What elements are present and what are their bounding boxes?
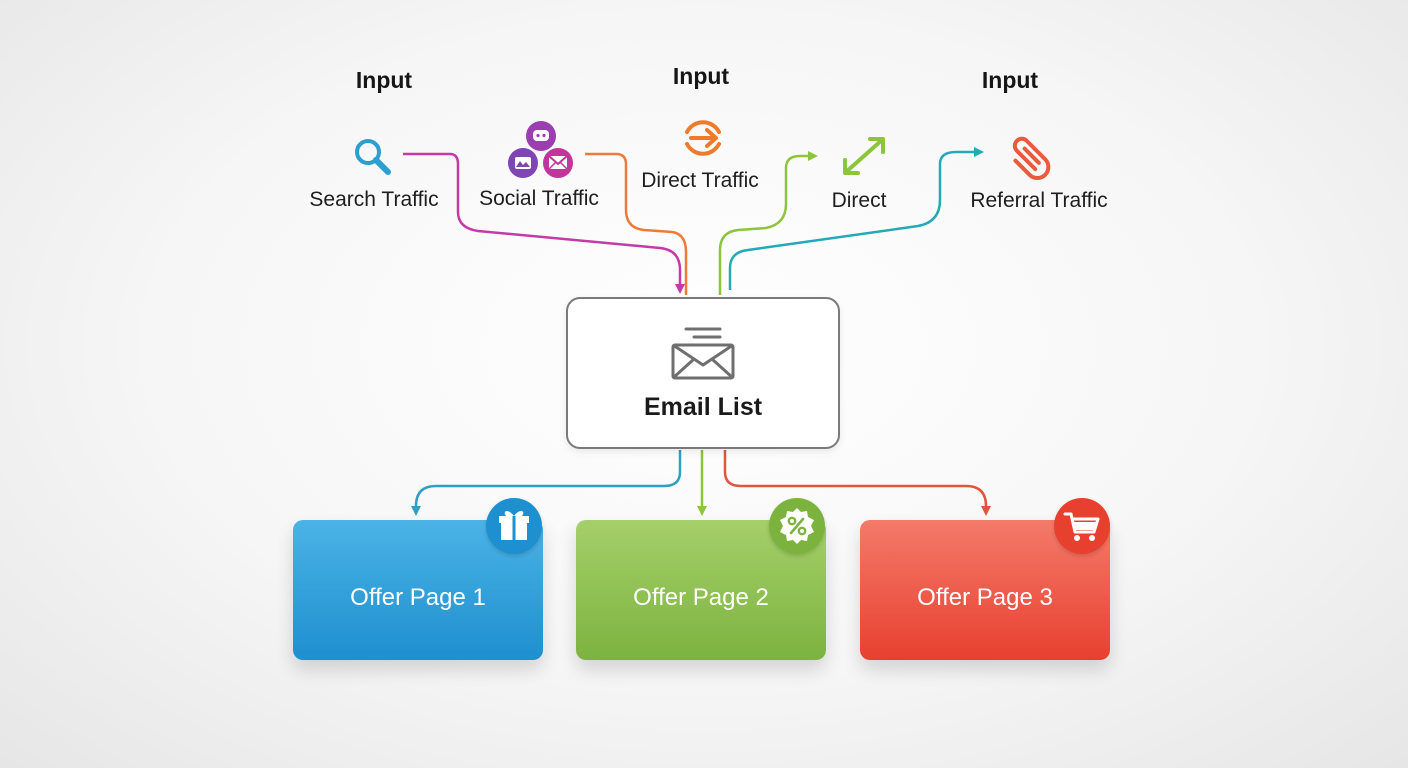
input-heading-left: Input xyxy=(355,67,413,93)
source-label-direct: Direct xyxy=(831,189,887,212)
input-heading-center: Input xyxy=(672,63,730,89)
source-label-direct-traffic: Direct Traffic xyxy=(641,169,759,192)
connector-email-to-offer1 xyxy=(411,450,682,516)
source-label-social-traffic: Social Traffic xyxy=(479,187,599,210)
offer-page-3-label: Offer Page 3 xyxy=(917,584,1053,611)
gift-icon xyxy=(486,498,542,554)
connector-social-to-email xyxy=(585,152,688,295)
source-label-referral-traffic: Referral Traffic xyxy=(970,189,1108,212)
image-icon xyxy=(508,148,538,178)
diagonal-arrows-icon xyxy=(840,134,888,183)
connector-search-to-email xyxy=(403,152,685,294)
shopping-cart-icon xyxy=(1054,498,1110,554)
chat-bubble-icon xyxy=(526,121,556,151)
percent-icon xyxy=(769,498,825,554)
mail-icon xyxy=(543,148,573,178)
envelope-list-icon xyxy=(670,323,736,386)
paperclip-icon xyxy=(1004,128,1058,187)
offer-page-1-label: Offer Page 1 xyxy=(350,584,486,611)
source-label-search-traffic: Search Traffic xyxy=(309,188,439,211)
connector-email-to-offer3 xyxy=(723,450,991,516)
email-list-label: Email List xyxy=(643,393,763,421)
input-heading-right: Input xyxy=(981,67,1039,93)
email-list-node: Email List xyxy=(566,297,840,449)
search-icon xyxy=(352,136,394,183)
social-icons-cluster xyxy=(505,120,577,187)
arrow-circle-icon xyxy=(679,114,727,167)
connector-direct-to-email xyxy=(718,151,818,295)
offer-page-2-label: Offer Page 2 xyxy=(633,584,769,611)
connector-referral-to-email xyxy=(728,147,984,290)
